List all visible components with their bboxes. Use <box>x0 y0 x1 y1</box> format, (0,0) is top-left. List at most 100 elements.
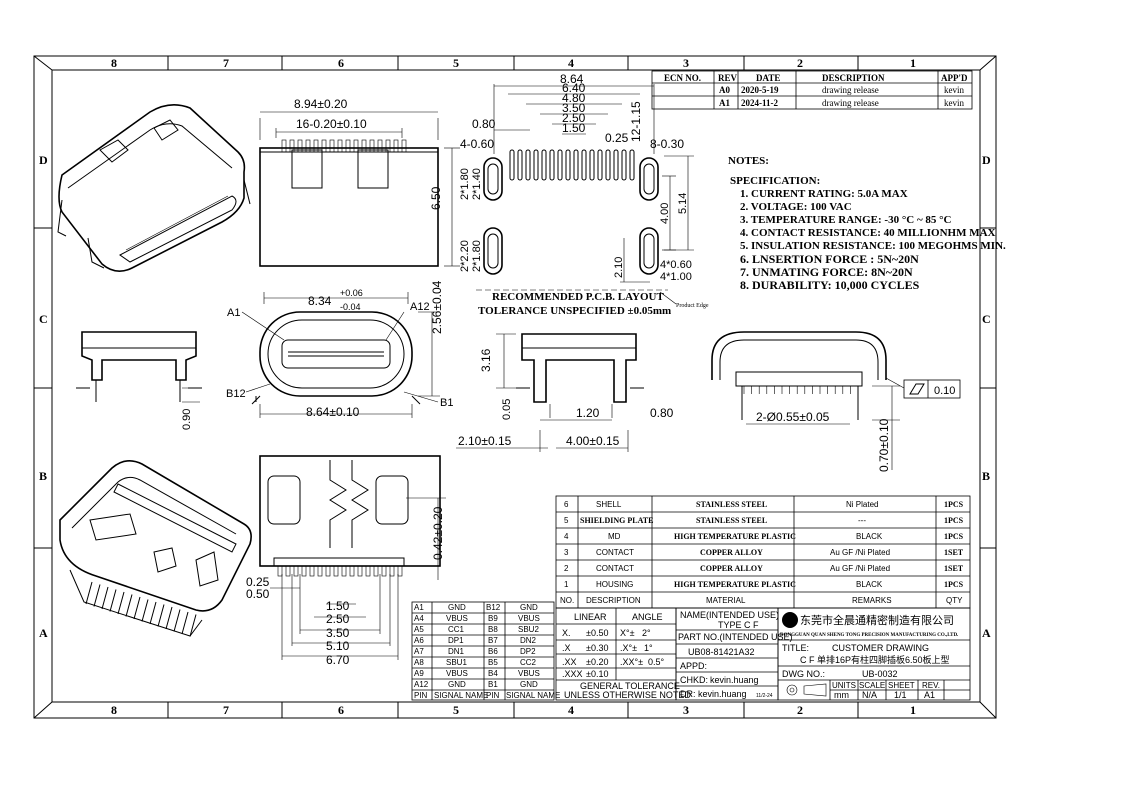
dim-pcb-830: 8-0.30 <box>650 137 684 151</box>
dim-pcb-640: 6.40 <box>562 81 586 95</box>
dim-pcb-220: 2*2.20 <box>459 240 471 272</box>
dim-pcb-460b: 4*0.60 <box>660 259 692 271</box>
bom-cell: CONTACT <box>596 564 634 573</box>
bottom-pin <box>341 565 347 577</box>
dim-pcb-140: 2*1.40 <box>471 168 483 200</box>
rev-cell: kevin <box>944 98 964 108</box>
tol-cell: 0.5° <box>648 657 665 667</box>
tol-cell: .X°± <box>620 643 637 653</box>
top-pin <box>353 139 359 153</box>
label-b1: B1 <box>440 397 453 409</box>
name-label: NAME(INTENDED USE) <box>680 610 779 620</box>
pin-cell: CC1 <box>448 625 465 634</box>
iso-pin <box>181 611 189 635</box>
bom-cell: STAINLESS STEEL <box>696 500 767 509</box>
pin-cell: VBUS <box>518 614 540 623</box>
title-value: CUSTOMER DRAWING <box>832 643 929 653</box>
pin-cell: A5 <box>414 625 424 634</box>
pin-cell: DP1 <box>448 636 464 645</box>
tol-cell: ±0.20 <box>586 657 608 667</box>
bom-header: NO. <box>560 596 574 605</box>
pin-cell: VBUS <box>518 669 540 678</box>
rev-label: REV. <box>922 681 940 690</box>
name-value: TYPE C F <box>718 620 759 630</box>
bom-cell: 3 <box>564 548 569 557</box>
bottom-pin <box>301 565 307 577</box>
note-item: 1. CURRENT RATING: 5.0A MAX <box>740 188 908 200</box>
notes-subtitle: SPECIFICATION: <box>730 175 820 187</box>
company-en: DONGGUAN QUAN SHENG TONG PRECISION MANUF… <box>780 633 959 638</box>
isometric-view-top <box>57 104 251 272</box>
dim-pcb-115: 12-1.15 <box>629 101 643 142</box>
col-label: 4 <box>568 703 574 717</box>
dim-top-width: 8.94±0.20 <box>294 97 348 111</box>
pin-cell: VBUS <box>446 614 468 623</box>
label-a12: A12 <box>410 301 430 313</box>
pin-cell: B8 <box>488 625 498 634</box>
col-label: 1 <box>910 56 916 70</box>
dim-bottom-042: 0.42±0.20 <box>431 506 445 560</box>
dim-side-090: 0.90 <box>181 409 193 430</box>
pin-cell: A12 <box>414 680 429 689</box>
bom-cell: Au GF /Ni Plated <box>830 548 890 557</box>
rev-cell: A0 <box>719 85 730 95</box>
pcb-pad <box>565 149 571 181</box>
pin-cell: B12 <box>486 603 501 612</box>
units-value: mm <box>834 690 849 700</box>
pin-cell: GND <box>520 680 538 689</box>
tol-cell: 1° <box>644 643 653 653</box>
pin-header: PIN <box>486 691 500 700</box>
iso-pin <box>117 591 125 615</box>
iso-pin <box>173 609 181 632</box>
top-pin <box>401 139 407 153</box>
bottom-pin <box>349 565 355 577</box>
dim-bottom-050: 0.50 <box>246 587 270 601</box>
tol-cell: X. <box>562 628 571 638</box>
col-label: 7 <box>223 703 229 717</box>
iso-pin <box>125 594 133 617</box>
bom-header: QTY <box>946 596 963 605</box>
row-label: B <box>39 469 47 483</box>
note-item: 7. UNMATING FORCE: 8N~20N <box>740 265 913 279</box>
part-value: UB08-81421A32 <box>688 647 755 657</box>
rev-header: DESCRIPTION <box>822 73 885 83</box>
dim-bottom-150: 1.50 <box>326 599 350 613</box>
iso-pin <box>133 596 141 620</box>
col-label: 2 <box>797 56 803 70</box>
shell-view: 2-Ø0.55±0.05 0.70±0.10 0.10 <box>711 331 961 472</box>
pcb-pad <box>517 149 523 181</box>
tol-cell: .XXX <box>562 669 583 679</box>
pcb-title: RECOMMENDED P.C.B. LAYOUT <box>492 291 665 303</box>
dim-front-bottom: 8.64±0.10 <box>306 405 360 419</box>
dim-pcb-514: 5.14 <box>677 193 689 214</box>
pcb-pad <box>621 149 627 181</box>
dim-pcb-150: 1.50 <box>562 121 586 135</box>
iso-pin <box>93 584 101 607</box>
pin-header: SIGNAL NAME <box>434 691 488 700</box>
dim-pcb-4100: 4*1.00 <box>660 271 692 283</box>
dim-lower-400: 4.00±0.15 <box>566 434 620 448</box>
bom-cell: 2 <box>564 564 569 573</box>
tol-cell: ±0.30 <box>586 643 608 653</box>
row-label: C <box>982 312 991 326</box>
iso-pin <box>85 581 93 605</box>
top-pin <box>345 139 351 153</box>
dim-bottom-350: 3.50 <box>326 626 350 640</box>
rev-header: REV <box>718 73 738 83</box>
dim-lower-120: 1.20 <box>576 406 600 420</box>
notes-block: NOTES: SPECIFICATION: 1. CURRENT RATING:… <box>728 155 1006 292</box>
row-label: C <box>39 312 48 326</box>
row-label: D <box>982 153 991 167</box>
dim-pcb-180a: 2*1.80 <box>459 168 471 200</box>
dim-pcb-180b: 2*1.80 <box>471 240 483 272</box>
bom-cell: 1SET <box>944 548 964 557</box>
top-pin <box>393 139 399 153</box>
tol-cell: ±0.50 <box>586 628 608 638</box>
top-pin <box>297 139 303 153</box>
bom-cell: Ni Plated <box>846 500 878 509</box>
title-block: NAME(INTENDED USE) TYPE C F PART NO.(INT… <box>675 607 971 701</box>
top-pin <box>337 139 343 153</box>
note-item: 5. INSULATION RESISTANCE: 100 MEGOHMS MI… <box>740 240 1006 252</box>
bom-cell: CONTACT <box>596 548 634 557</box>
